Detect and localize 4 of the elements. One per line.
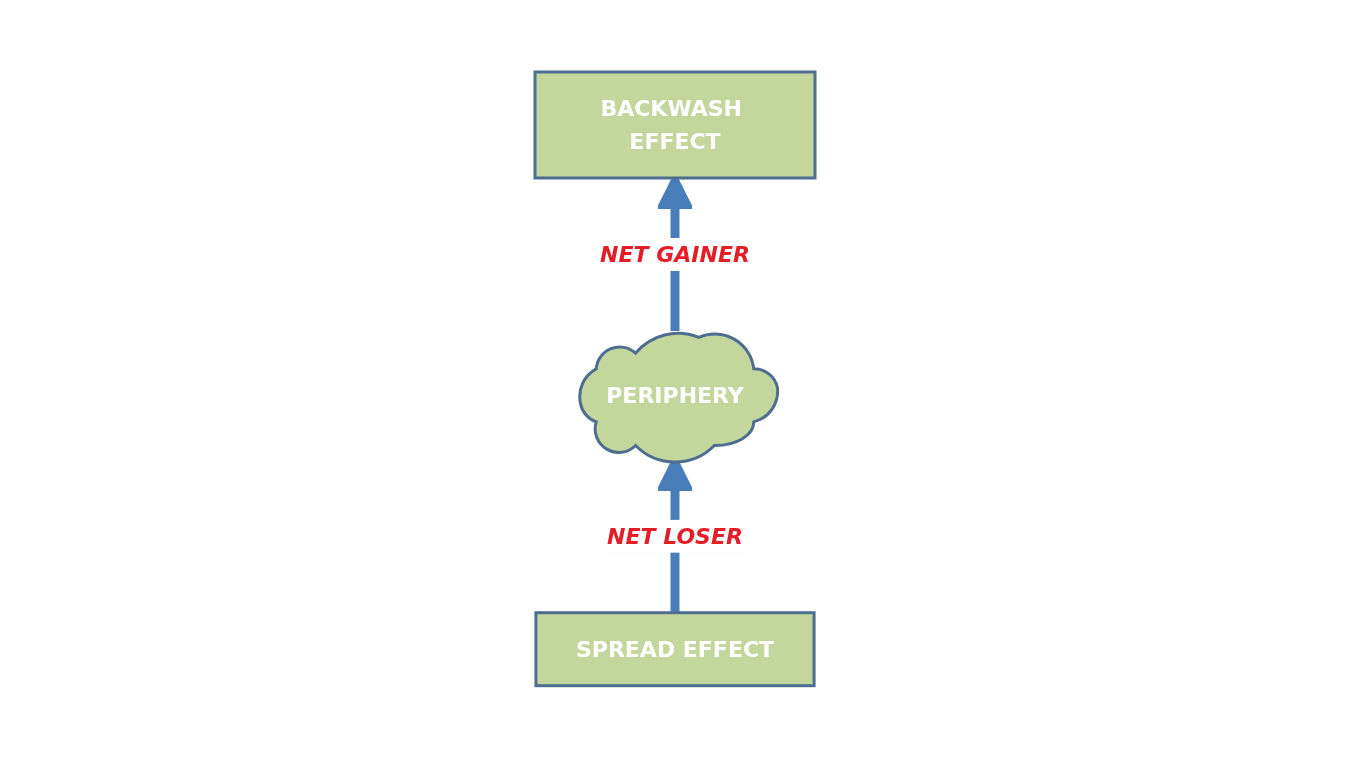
edge-label: NET LOSER	[607, 523, 743, 549]
node-box: BACKWASH EFFECT	[533, 70, 817, 180]
node-box: SPREAD EFFECT	[534, 610, 816, 687]
edge-label: NET GAINER	[600, 241, 750, 267]
